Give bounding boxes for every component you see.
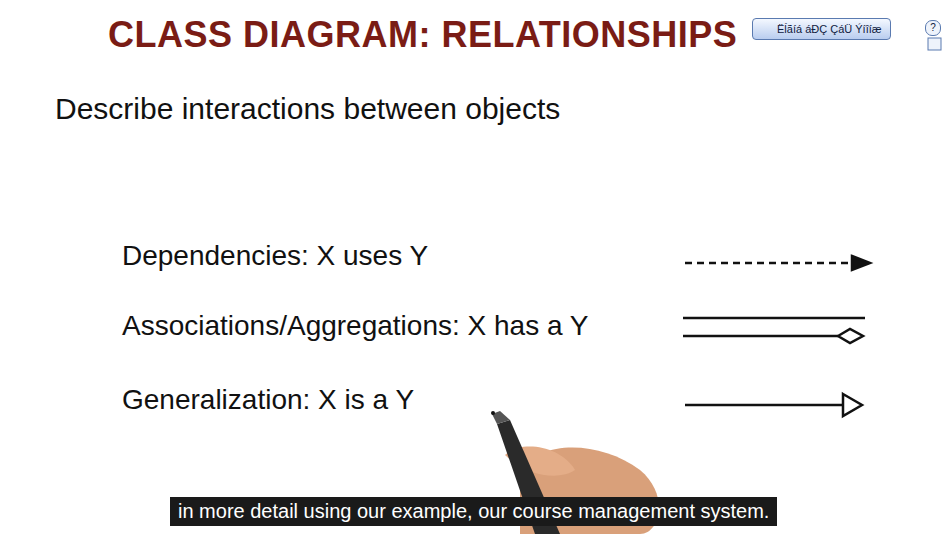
association-symbol [683,317,865,320]
generalization-symbol [685,394,862,416]
legend-text: Associations/Aggregations: X has a Y [122,310,588,342]
legend-text: Dependencies: X uses Y [122,240,428,272]
video-caption: in more detail using our example, our co… [170,497,777,526]
dependency-symbol [685,256,870,270]
aggregation-symbol [683,329,863,343]
toolbar-button: Ëĺãíá áÐÇ ÇáÜ Ýíîíæ [752,18,891,40]
help-icon: ? [925,20,941,36]
legend-text: Generalization: X is a Y [122,384,414,416]
subtitle: Describe interactions between objects [55,92,560,126]
slide-title: CLASS DIAGRAM: RELATIONSHIPS [108,14,737,56]
window-icon [928,38,941,50]
